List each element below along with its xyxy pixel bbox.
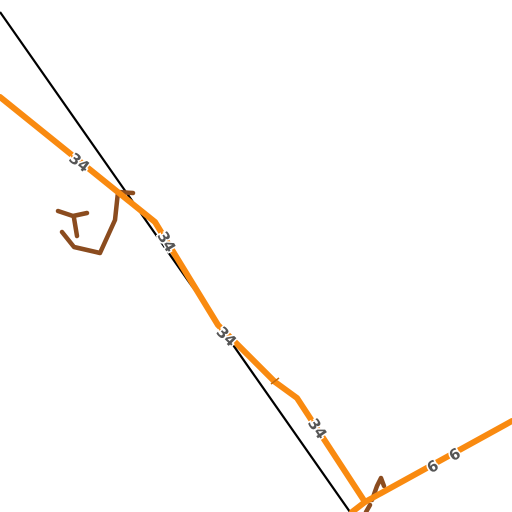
highway-marker [270,377,280,385]
highway-34 [0,94,368,505]
highway-6 [349,418,512,512]
track-south [363,475,387,512]
railway-line [0,11,351,512]
